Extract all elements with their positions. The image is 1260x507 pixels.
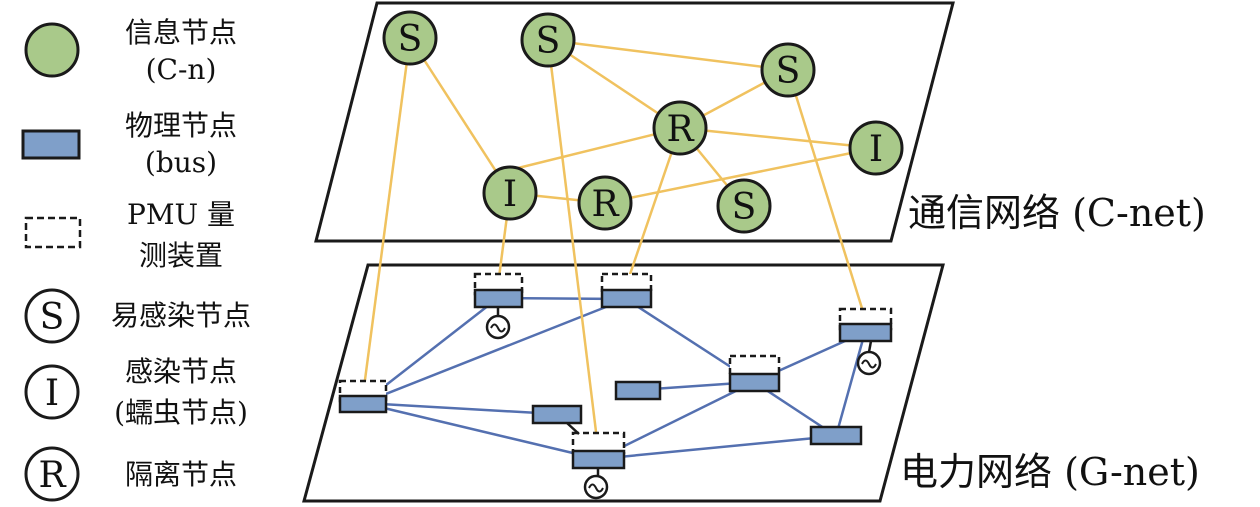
coupling-edge bbox=[624, 127, 682, 287]
node-letter: S bbox=[732, 187, 757, 228]
bus-connector bbox=[566, 422, 580, 435]
power-edge bbox=[834, 331, 867, 437]
node-letter: R bbox=[666, 109, 694, 150]
coupling-edge bbox=[361, 37, 412, 396]
legend-infected: I 感染节点 (蠕虫节点) bbox=[24, 355, 248, 429]
node-letter: R bbox=[591, 184, 619, 225]
comm-edge bbox=[547, 38, 789, 72]
bus bbox=[809, 425, 863, 446]
legend-info-node: 信息节点 (C-n) bbox=[24, 16, 237, 86]
infected-symbol bbox=[24, 364, 80, 420]
comm-node-i1: I bbox=[848, 120, 904, 176]
comm-node-s2: S bbox=[520, 12, 576, 68]
comm-node-s1: S bbox=[382, 10, 438, 66]
info-node-swatch bbox=[24, 22, 80, 78]
comm-edge bbox=[509, 126, 681, 172]
legend-physical-node-line2: (bus) bbox=[145, 146, 217, 179]
generator-icon bbox=[583, 468, 609, 500]
power-edge bbox=[362, 401, 557, 416]
comm-edge bbox=[679, 126, 877, 150]
bus bbox=[614, 380, 662, 401]
node-letter: S bbox=[776, 51, 801, 92]
comm-nodes: S S S R I I R S bbox=[382, 10, 904, 234]
isolated-symbol bbox=[24, 446, 80, 502]
node-letter: S bbox=[536, 21, 561, 62]
legend-physical-node: 物理节点 (bus) bbox=[21, 109, 237, 179]
coupling-edge bbox=[546, 39, 600, 449]
comm-node-r1: R bbox=[652, 100, 708, 156]
legend-infected-line2: (蠕虫节点) bbox=[114, 396, 248, 429]
bus bbox=[838, 322, 893, 343]
legend-isolated-label: 隔离节点 bbox=[125, 458, 237, 491]
comm-node-s3: S bbox=[760, 42, 816, 98]
legend-pmu-line2: 测装置 bbox=[139, 239, 223, 272]
bus bbox=[600, 288, 653, 309]
generators bbox=[485, 307, 882, 500]
susceptible-letter: S bbox=[40, 297, 65, 338]
coupling-edge bbox=[786, 69, 867, 319]
legend: 信息节点 (C-n) 物理节点 (bus) PMU 量 测装置 S 易感染节点 … bbox=[21, 16, 251, 502]
legend-info-node-line2: (C-n) bbox=[146, 53, 217, 86]
legend-pmu: PMU 量 测装置 bbox=[24, 198, 235, 272]
generator-icon bbox=[485, 307, 511, 340]
generator-icon bbox=[856, 340, 882, 376]
comm-node-r2: R bbox=[577, 175, 633, 231]
bus-swatch bbox=[21, 129, 81, 160]
legend-susceptible: S 易感染节点 bbox=[24, 288, 251, 344]
isolated-letter: R bbox=[38, 455, 66, 496]
susceptible-symbol bbox=[24, 288, 80, 344]
coupling-edges bbox=[361, 37, 867, 449]
comm-node-s4: S bbox=[716, 178, 772, 234]
legend-info-node-line1: 信息节点 bbox=[125, 16, 237, 49]
power-layer-label: 电力网络 (G-net) bbox=[900, 450, 1200, 494]
bus bbox=[728, 372, 781, 393]
comm-edge bbox=[604, 146, 877, 205]
comm-layer-label: 通信网络 (C-net) bbox=[908, 191, 1206, 235]
power-edge bbox=[597, 434, 837, 461]
power-edge bbox=[362, 401, 599, 461]
comm-node-i2: I bbox=[482, 165, 538, 221]
comm-edge bbox=[408, 37, 512, 194]
node-letter: I bbox=[503, 174, 517, 215]
bus bbox=[571, 449, 626, 470]
pmu-device bbox=[571, 431, 626, 455]
legend-isolated: R 隔离节点 bbox=[24, 446, 237, 502]
legend-physical-node-line1: 物理节点 bbox=[125, 109, 237, 142]
bus bbox=[338, 394, 388, 414]
node-letter: I bbox=[869, 129, 883, 170]
bus bbox=[473, 288, 524, 309]
bus bbox=[531, 404, 583, 425]
legend-susceptible-label: 易感染节点 bbox=[111, 299, 251, 332]
legend-infected-line1: 感染节点 bbox=[125, 355, 237, 388]
infected-letter: I bbox=[45, 373, 59, 414]
node-letter: S bbox=[398, 19, 423, 60]
legend-pmu-line1: PMU 量 bbox=[127, 198, 235, 231]
pmu-swatch bbox=[24, 216, 82, 249]
